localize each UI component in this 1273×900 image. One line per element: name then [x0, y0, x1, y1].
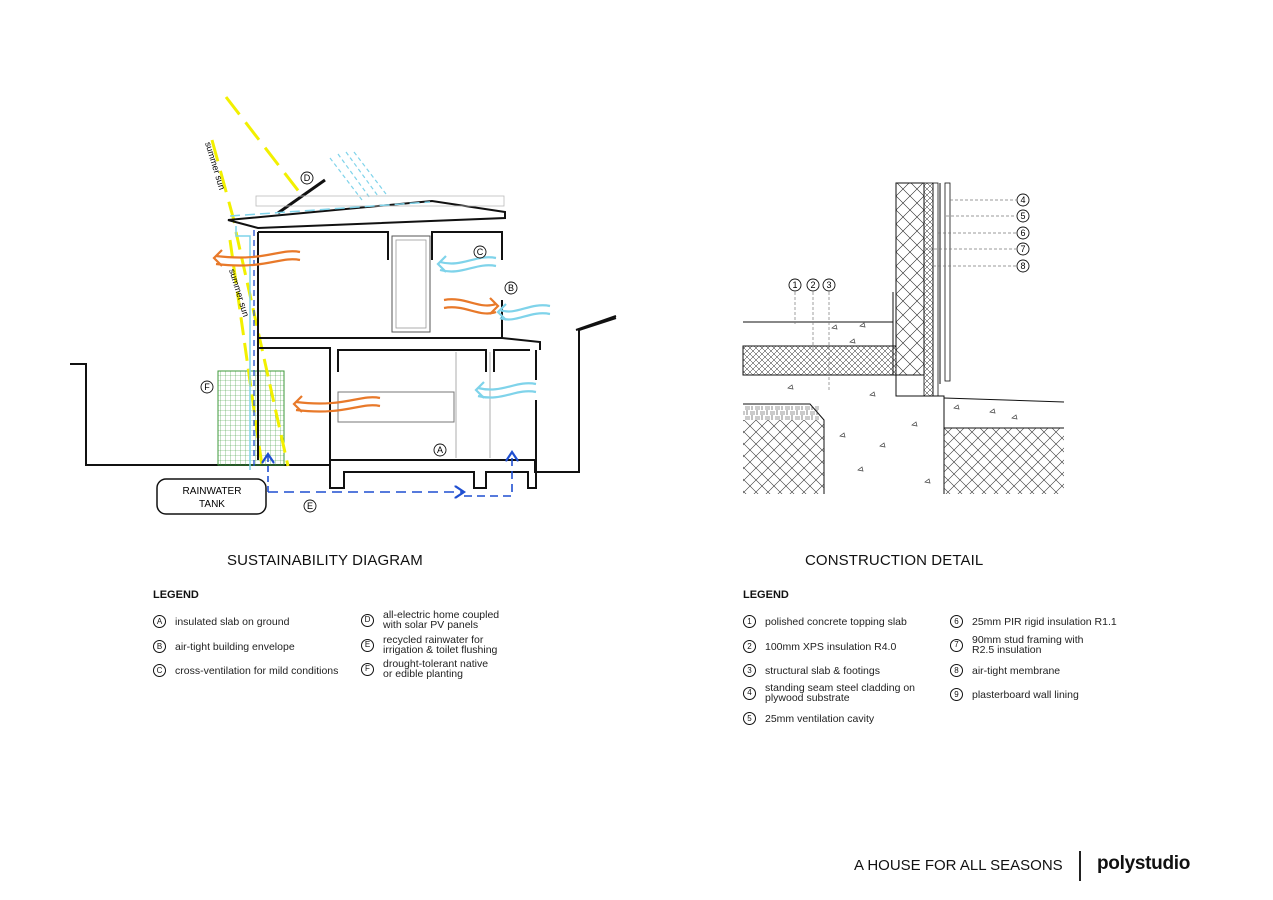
project-title: A HOUSE FOR ALL SEASONS: [854, 857, 1063, 874]
tank-label-2: TANK: [199, 499, 225, 510]
legend-item-e: E recycled rainwater for irrigation & to…: [361, 635, 497, 655]
legend-item-f: F drought-tolerant native or edible plan…: [361, 659, 488, 679]
roof: [227, 199, 506, 230]
legend-key: 2: [743, 640, 756, 653]
legend-key: 1: [743, 615, 756, 628]
marker-B: B: [508, 283, 514, 293]
legend-item-8: 8 air-tight membrane: [950, 664, 1060, 677]
construction-title: CONSTRUCTION DETAIL: [805, 552, 984, 569]
legend-item-2: 2 100mm XPS insulation R4.0: [743, 640, 896, 653]
legend-text: air-tight membrane: [972, 664, 1061, 677]
diagram-markers: D C B F A E: [200, 171, 518, 513]
legend-item-6: 6 25mm PIR rigid insulation R1.1: [950, 615, 1117, 628]
legend-item-7: 7 90mm stud framing with R2.5 insulation: [950, 635, 1083, 655]
warm-air-arrows: [212, 249, 500, 413]
detail-marker-4: 4: [1020, 195, 1025, 205]
legend-text: cross-ventilation for mild conditions: [175, 664, 339, 677]
legend-key: A: [153, 615, 166, 628]
legend-key: 3: [743, 664, 756, 677]
detail-marker-3: 3: [826, 280, 831, 290]
earth-left: [743, 420, 824, 494]
legend-text: insulated slab on ground: [175, 615, 290, 628]
ground-line: [70, 317, 617, 473]
earth-right: [944, 428, 1064, 494]
lower-storey: [257, 348, 537, 489]
marker-E: E: [307, 501, 313, 511]
tank-label-1: RAINWATER: [183, 486, 242, 497]
legend-item-c: C cross-ventilation for mild conditions: [153, 664, 338, 677]
solar-rays: [329, 151, 387, 201]
legend-text: 90mm stud framing with R2.5 insulation: [972, 634, 1084, 656]
detail-marker-7: 7: [1020, 244, 1025, 254]
legend-text: structural slab & footings: [765, 664, 880, 677]
legend-text: polished concrete topping slab: [765, 615, 907, 628]
legend-key: 6: [950, 615, 963, 628]
detail-marker-6: 6: [1020, 228, 1025, 238]
legend-text: all-electric home coupled with solar PV …: [383, 609, 500, 631]
sun-rays: [210, 96, 302, 467]
legend-key: F: [361, 662, 374, 676]
legend-key: B: [153, 640, 166, 653]
detail-marker-5: 5: [1020, 211, 1025, 221]
detail-markers: 1 2 3 4 5 6 7 8: [788, 193, 1030, 292]
legend-item-b: B air-tight building envelope: [153, 640, 295, 653]
legend-key: E: [361, 638, 374, 652]
legend-key: 8: [950, 664, 963, 677]
detail-marker-1: 1: [792, 280, 797, 290]
sun-label-top: summer sun: [203, 141, 227, 191]
legend-text: 100mm XPS insulation R4.0: [765, 640, 897, 653]
marker-D: D: [304, 173, 311, 183]
legend-key: 9: [950, 688, 963, 701]
detail-marker-2: 2: [810, 280, 815, 290]
legend-text: drought-tolerant native or edible planti…: [383, 658, 489, 680]
legend-key: 5: [743, 712, 756, 725]
legend-text: plasterboard wall lining: [972, 688, 1079, 701]
pv-panel: [277, 178, 326, 215]
legend-item-1: 1 polished concrete topping slab: [743, 615, 907, 628]
legend-text: 25mm ventilation cavity: [765, 712, 875, 725]
legend-item-9: 9 plasterboard wall lining: [950, 688, 1079, 701]
legend-item-5: 5 25mm ventilation cavity: [743, 712, 874, 725]
construction-drawing: [742, 182, 1065, 494]
downpipe: [235, 226, 251, 470]
marker-A: A: [437, 445, 443, 455]
stud-insulation: [895, 182, 925, 376]
footer-divider: [1079, 851, 1081, 881]
legend-key: 4: [743, 686, 756, 700]
marker-C: C: [477, 247, 484, 257]
sustainability-title: SUSTAINABILITY DIAGRAM: [227, 552, 423, 569]
legend-item-d: D all-electric home coupled with solar P…: [361, 610, 499, 630]
sustainability-legend-heading: LEGEND: [153, 589, 199, 601]
legend-key: C: [153, 664, 166, 677]
construction-legend-heading: LEGEND: [743, 589, 789, 601]
legend-key: D: [361, 613, 374, 627]
legend-text: 25mm PIR rigid insulation R1.1: [972, 615, 1117, 628]
legend-item-4: 4 standing seam steel cladding on plywoo…: [743, 683, 915, 703]
legend-item-3: 3 structural slab & footings: [743, 664, 880, 677]
detail-marker-8: 8: [1020, 261, 1025, 271]
section-drawing: [70, 96, 617, 515]
legend-text: air-tight building envelope: [175, 640, 295, 653]
rainwater-tank: [156, 478, 267, 515]
legend-text: standing seam steel cladding on plywood …: [765, 682, 916, 704]
legend-key: 7: [950, 638, 963, 652]
xps-layer: [742, 345, 897, 376]
cool-air-arrows: [436, 255, 551, 399]
legend-text: recycled rainwater for irrigation & toil…: [383, 634, 498, 656]
upper-storey: [257, 231, 541, 350]
legend-item-a: A insulated slab on ground: [153, 615, 289, 628]
planting-block: [217, 370, 285, 466]
brand-logo: polystudio: [1097, 853, 1191, 874]
sun-label-mid: summer sun: [227, 268, 251, 318]
marker-F: F: [204, 382, 210, 392]
